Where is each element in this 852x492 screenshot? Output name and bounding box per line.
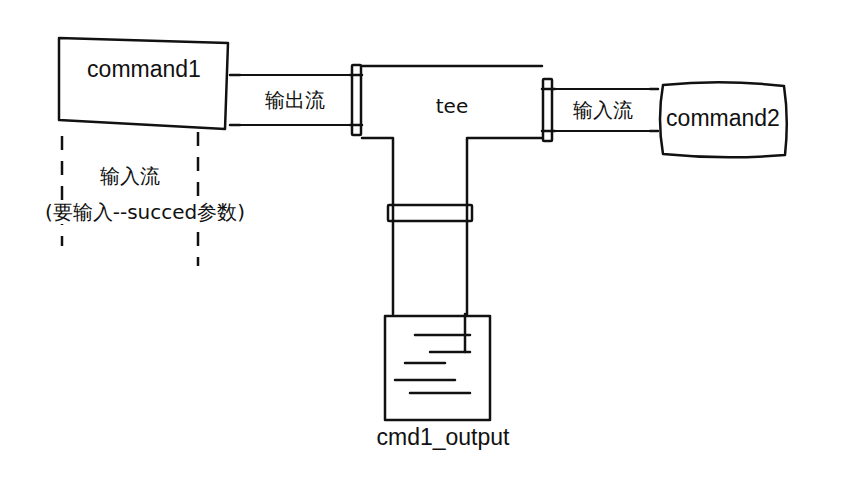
- outline-stroke: [415, 334, 470, 337]
- node-outline: [362, 62, 542, 205]
- outline-stroke: [660, 82, 787, 157]
- outline-stroke: [405, 362, 445, 365]
- node-text: command2: [666, 105, 780, 133]
- pipe-segment: 输出流: [240, 74, 350, 126]
- note-label: 输入流: [97, 164, 163, 188]
- pipe-connector: [230, 75, 240, 125]
- command-box: command1: [58, 36, 230, 130]
- pipe-collar: [352, 65, 361, 135]
- pipe-segment: 输入流: [555, 88, 650, 132]
- node-text: tee: [436, 94, 468, 118]
- outline-stroke: [362, 65, 542, 68]
- tee-pipe: tee: [362, 62, 542, 205]
- dashed-line: [197, 132, 200, 266]
- command-box: command2: [658, 80, 788, 158]
- pipe-connector: [350, 65, 362, 135]
- outline-stroke: [395, 379, 455, 382]
- node-text: 输出流: [265, 88, 325, 112]
- note-label: (要输入--succed参数): [42, 200, 248, 224]
- outline-stroke: [59, 38, 228, 129]
- outline-stroke: [362, 138, 393, 205]
- node-text: 输入流: [573, 98, 633, 122]
- outline-stroke: [430, 351, 470, 354]
- pipe-collar: [388, 205, 472, 221]
- pipe-wall: [650, 130, 658, 133]
- outline-stroke: [467, 138, 542, 205]
- pipe-wall: [230, 124, 240, 127]
- outline-stroke: [410, 392, 470, 395]
- node-text: command1: [87, 56, 201, 84]
- pipe-connector: [388, 205, 472, 314]
- node-outline: [58, 36, 230, 130]
- pipe-collar: [543, 79, 552, 141]
- pipe-connector: [650, 89, 658, 131]
- outline-stroke: [464, 314, 467, 352]
- pipe-wall: [230, 74, 240, 77]
- outline-stroke: [385, 316, 490, 420]
- dashed-line: [61, 136, 64, 246]
- node-text: cmd1_output: [377, 424, 510, 452]
- output-container: cmd1_output: [368, 314, 518, 454]
- pipe-connector: [542, 79, 555, 141]
- pipe-wall: [650, 88, 658, 91]
